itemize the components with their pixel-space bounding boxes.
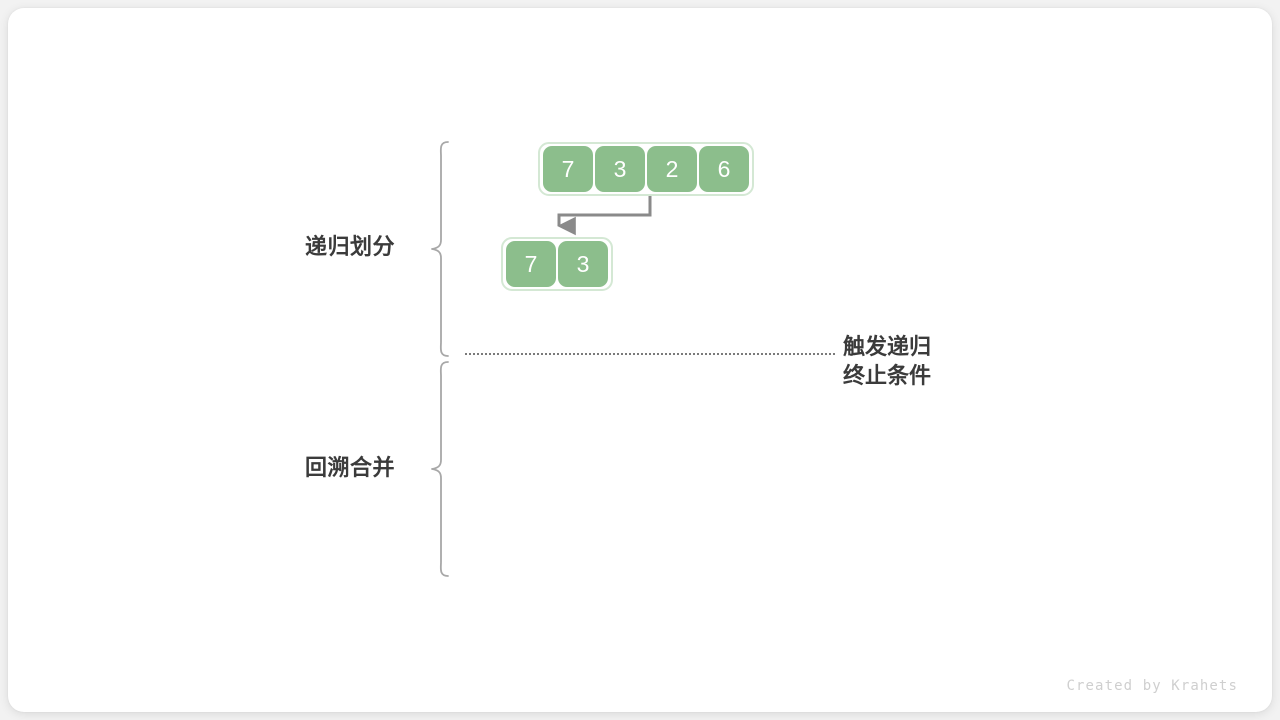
watermark-credit: Created by Krahets: [1066, 678, 1238, 694]
recursion-boundary-divider: [465, 353, 835, 355]
annotation-line-2: 终止条件: [843, 363, 932, 388]
array-row: 7 3: [501, 237, 613, 291]
array-cell: 6: [699, 146, 749, 192]
section-label-divide: 递归划分: [305, 234, 396, 259]
array-cell: 3: [558, 241, 608, 287]
section-label-merge: 回溯合并: [305, 455, 396, 480]
figure-card: [8, 8, 1272, 712]
array-cell: 2: [647, 146, 697, 192]
brace-merge: [431, 361, 449, 577]
annotation-line-1: 触发递归: [843, 334, 932, 359]
array-cell: 7: [506, 241, 556, 287]
array-row: 7 3 2 6: [538, 142, 754, 196]
brace-divide: [431, 141, 449, 357]
termination-condition-annotation: 触发递归 终止条件: [843, 332, 931, 390]
array-cell: 7: [543, 146, 593, 192]
array-cell: 3: [595, 146, 645, 192]
split-arrow-icon: [557, 196, 652, 236]
